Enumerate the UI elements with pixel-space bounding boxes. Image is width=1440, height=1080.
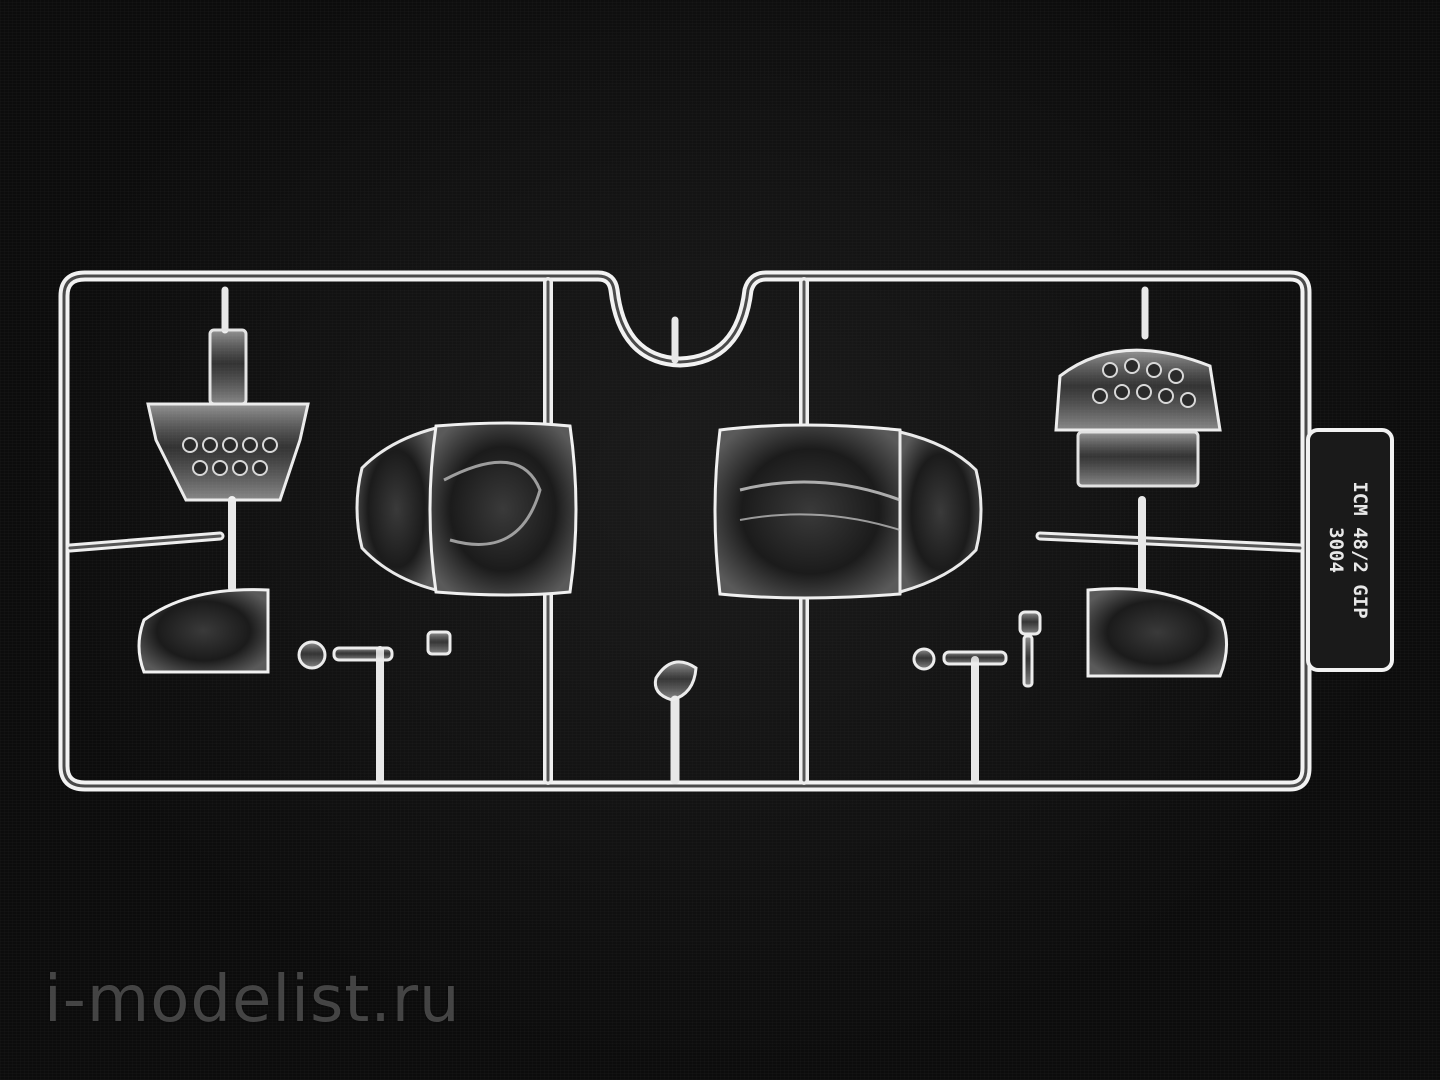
instrument-panel-left <box>146 328 310 502</box>
sprue-tab-line-2: 3004 <box>1325 527 1347 573</box>
windscreen-left <box>137 588 270 674</box>
windscreen-right <box>1086 587 1228 678</box>
sprue-tab-line-1: ICM 48/2 GIP <box>1349 481 1371 618</box>
canopy-right <box>713 423 983 600</box>
canopy-left <box>355 421 578 597</box>
small-parts <box>297 610 1042 702</box>
watermark-text: i-modelist.ru <box>44 963 461 1037</box>
instrument-panel-right <box>1054 348 1222 488</box>
sprue-id-tab: ICM 48/2 GIP 3004 <box>1306 428 1394 672</box>
